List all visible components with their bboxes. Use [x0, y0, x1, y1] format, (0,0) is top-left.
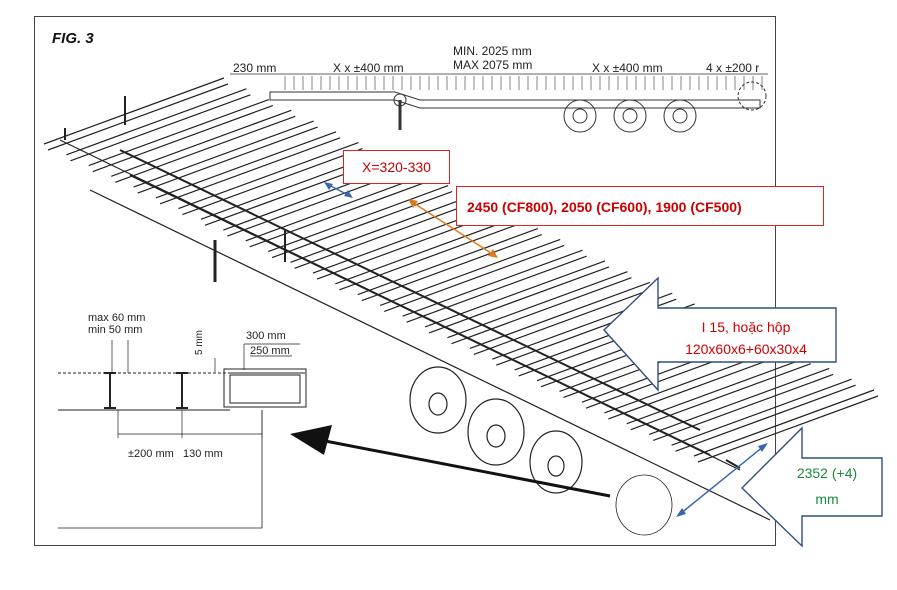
end-width-line-1: 2352 (+4) [796, 465, 858, 481]
end-width-line-2: mm [815, 491, 839, 507]
dim-max: MAX 2075 mm [453, 58, 533, 72]
crossbeam [671, 378, 856, 452]
wheels [409, 366, 673, 536]
dim-spacing-left: X x ±400 mm [333, 61, 404, 75]
crossbeam [469, 281, 655, 355]
end-width-callout-arrow [741, 426, 883, 548]
x-spacing-label: X=320-330 [343, 150, 450, 184]
crossbeam [66, 88, 251, 162]
dim-front: 230 mm [233, 61, 277, 75]
crossbeam [111, 109, 296, 183]
detail-offset: 130 mm [183, 448, 223, 460]
detail-spacing: ±200 mm [128, 448, 174, 460]
dimension-arrows [324, 182, 768, 517]
side-view [230, 73, 768, 133]
profile-line-1: I 15, hoặc hộp [701, 319, 791, 335]
crossbeam [290, 195, 475, 269]
crossbeam [267, 185, 453, 259]
detail-width-250: 250 mm [250, 345, 290, 357]
crossbeam [424, 260, 610, 334]
dim-spacing-right: X x ±400 mm [592, 61, 663, 75]
figure-label: FIG. 3 [52, 30, 94, 47]
detail-max-height: max 60 mm [88, 312, 146, 324]
crossbeam [335, 217, 520, 291]
crossbeam [245, 174, 430, 248]
crossbeam [133, 120, 318, 194]
crossbeam [380, 238, 565, 312]
end-width-callout-text: 2352 (+4) mm [780, 460, 874, 512]
crossbeam [178, 141, 363, 216]
dim-min: MIN. 2025 mm [453, 44, 532, 58]
crossbeam [648, 367, 834, 442]
pointer-arrow [290, 425, 611, 498]
detail-width-300: 300 mm [246, 330, 286, 342]
profile-callout-arrow [603, 276, 837, 392]
crossbeam [693, 389, 879, 463]
crossbeam [43, 77, 229, 151]
crossbeam [402, 249, 587, 323]
dim-rear: 4 x ±200 r [706, 61, 760, 75]
width-options-label: 2450 (CF800), 2050 (CF600), 1900 (CF500) [456, 186, 824, 226]
crossbeam [447, 271, 632, 345]
crossbeam [626, 357, 811, 431]
detail-view [58, 340, 307, 529]
crossbeam [88, 98, 274, 173]
crossbeam [155, 131, 341, 205]
profile-line-2: 120x60x6+60x30x4 [685, 341, 807, 357]
profile-callout-text: I 15, hoặc hộp 120x60x6+60x30x4 [656, 316, 836, 360]
crossbeam [357, 228, 542, 302]
detail-gap: 5 mm [194, 330, 205, 355]
detail-min-height: min 50 mm [88, 324, 143, 336]
